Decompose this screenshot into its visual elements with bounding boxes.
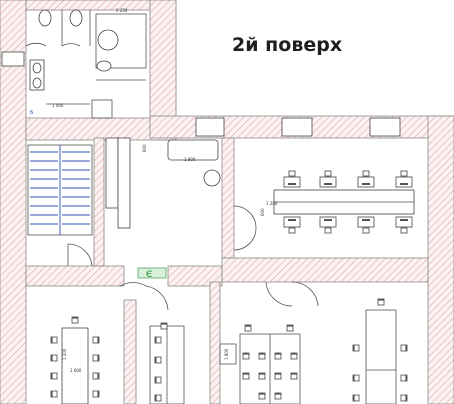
workstation xyxy=(395,170,413,188)
corridor: 1 800 600 Є xyxy=(105,137,319,311)
open-office: 1 200 600 xyxy=(260,170,415,234)
workstation xyxy=(395,216,413,234)
meeting-room: 1 600 1 200 xyxy=(50,316,100,404)
dimension-label: 1 400 xyxy=(52,103,64,108)
green-mark: Є xyxy=(146,270,152,280)
floor-title: 2й поверх xyxy=(232,34,343,56)
chair xyxy=(377,298,385,306)
dimension-label: 1 600 xyxy=(70,368,82,373)
chair xyxy=(242,352,250,360)
chair xyxy=(160,322,168,330)
chair xyxy=(71,316,79,324)
chair xyxy=(352,344,360,352)
workstation xyxy=(319,216,337,234)
chair xyxy=(154,394,162,402)
dimension-label: 600 xyxy=(260,208,265,216)
chair xyxy=(274,372,282,380)
chair xyxy=(400,344,408,352)
dimension-label: 600 xyxy=(142,144,147,152)
chair xyxy=(290,352,298,360)
office-room-left: 1 800 xyxy=(149,322,298,404)
workstation xyxy=(283,170,301,188)
office-room-right xyxy=(239,298,408,404)
chair xyxy=(258,392,266,400)
chair xyxy=(400,374,408,382)
chair xyxy=(50,336,58,344)
chair xyxy=(50,354,58,362)
workstation xyxy=(319,170,337,188)
workstation xyxy=(283,216,301,234)
dimension-label: 1 800 xyxy=(184,157,196,162)
workstation xyxy=(357,170,375,188)
chair xyxy=(244,324,252,332)
chair xyxy=(154,336,162,344)
chair xyxy=(258,352,266,360)
chair xyxy=(274,392,282,400)
chair xyxy=(92,372,100,380)
chair xyxy=(242,372,250,380)
chair xyxy=(258,372,266,380)
chair xyxy=(50,372,58,380)
chair xyxy=(154,356,162,364)
windows xyxy=(1,51,401,137)
chair xyxy=(154,376,162,384)
dimension-label: 1 200 xyxy=(62,348,67,360)
dimension-label: 2 250 xyxy=(116,8,128,13)
chair xyxy=(92,354,100,362)
chair xyxy=(92,390,100,398)
chair xyxy=(352,374,360,382)
chair xyxy=(290,372,298,380)
chair xyxy=(286,324,294,332)
chair xyxy=(400,394,408,402)
staircase xyxy=(27,144,93,267)
chair xyxy=(274,352,282,360)
stair-mark: Б xyxy=(30,110,34,116)
workstation xyxy=(357,216,375,234)
chair xyxy=(352,394,360,402)
chair xyxy=(50,390,58,398)
dimension-label: 1 800 xyxy=(224,348,229,360)
toilet-block: Б 1 400 2 250 xyxy=(25,8,147,119)
chair xyxy=(92,336,100,344)
dimension-label: 1 200 xyxy=(266,201,278,206)
